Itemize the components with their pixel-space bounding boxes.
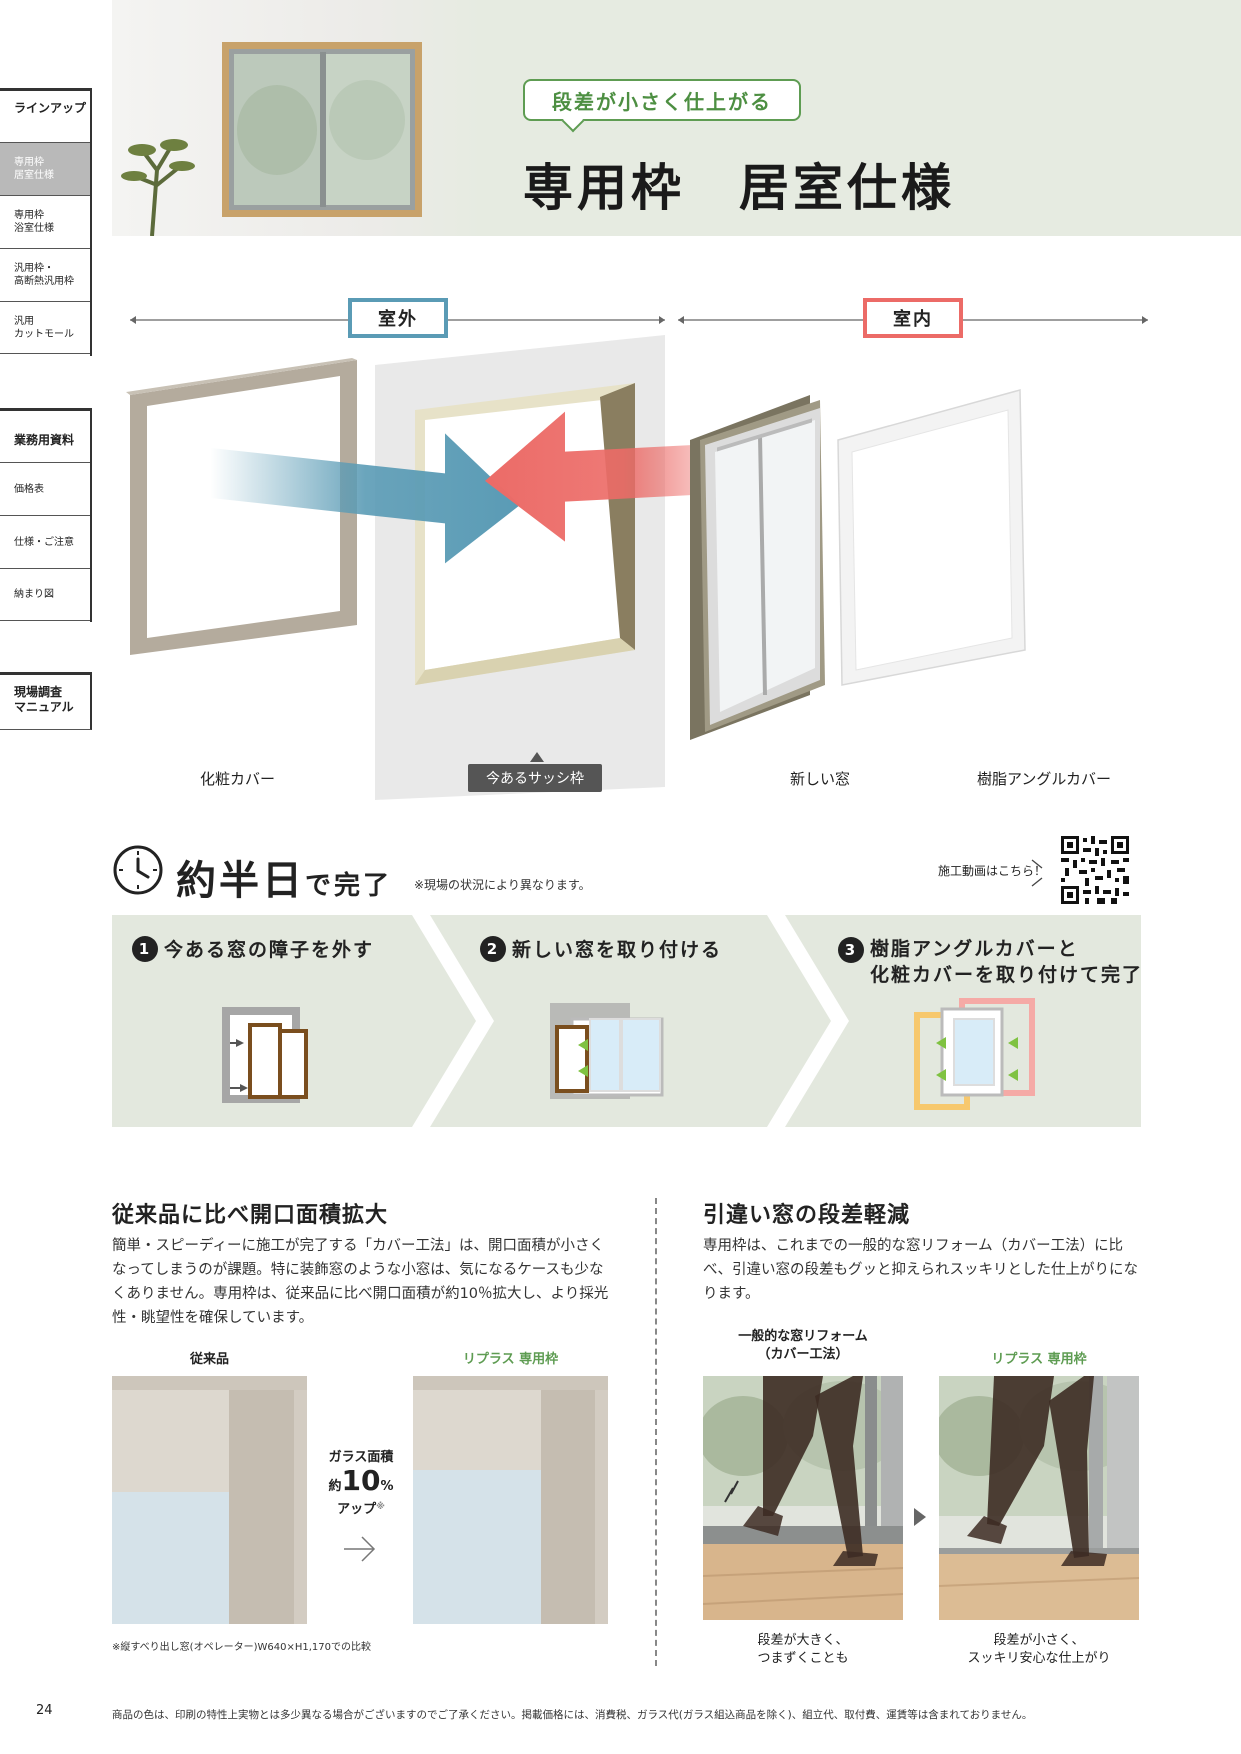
exploded-diagram <box>126 316 1148 800</box>
step-reduction-body: 専用枠は、これまでの一般的な窓リフォーム（カバー工法）に比べ、引違い窓の段差もグ… <box>703 1238 1138 1302</box>
percent-value: 10 <box>341 1464 381 1497</box>
footer-disclaimer: 商品の色は、印刷の特性上実物とは多少異なる場合がございますのでご了承ください。掲… <box>112 1709 1033 1721</box>
label-conventional: 従来品 <box>189 1352 229 1367</box>
caption-general-reform: 段差が大きく、 つまずくことも <box>757 1633 849 1666</box>
sidebar-item-spec[interactable]: 仕様・ご注意 <box>0 515 90 568</box>
sidebar-item-room[interactable]: 専用枠 居室仕様 <box>0 142 90 195</box>
label-replus: リプラス 専用枠 <box>462 1352 559 1367</box>
page-title: 専用枠 居室仕様 <box>523 159 955 217</box>
opening-area-footnote: ※縦すべり出し窓(オペレーター)W640×H1,170での比較 <box>112 1642 371 1653</box>
qr-code-icon[interactable] <box>1061 836 1129 904</box>
glass-area-label: ガラス面積 <box>328 1450 394 1465</box>
sidebar-head-lineup[interactable]: ラインアップ <box>0 88 90 142</box>
sidebar-item-cutmold[interactable]: 汎用 カットモール <box>0 301 90 354</box>
halfday-title-small: で完了 <box>305 871 393 901</box>
sidebar-item-drawing[interactable]: 納まり図 <box>0 568 90 621</box>
replus-photo <box>939 1376 1139 1620</box>
step-reduction-title: 引違い窓の段差軽減 <box>703 1203 911 1228</box>
approx-label: 約 <box>328 1479 342 1494</box>
sidebar-lineup: ラインアップ 専用枠 居室仕様 専用枠 浴室仕様 汎用枠・ 高断熱汎用枠 汎用 … <box>0 88 92 356</box>
opening-area-body: 簡単・スピーディーに施工が完了する「カバー工法」は、開口面積が小さくなってしまう… <box>112 1238 609 1326</box>
step-text-2: 新しい窓を取り付ける <box>512 939 723 961</box>
page-number: 24 <box>36 1703 53 1718</box>
arrow-right-icon <box>344 1536 376 1562</box>
play-triangle-icon <box>914 1508 926 1526</box>
section-divider <box>655 1198 657 1666</box>
conventional-window-illustration <box>112 1376 307 1624</box>
up-text: アップ <box>337 1502 377 1517</box>
label-replus-right: リプラス 専用枠 <box>991 1352 1087 1367</box>
hero-room-image <box>112 0 482 237</box>
part-label-angle-cover: 樹脂アングルカバー <box>977 770 1111 788</box>
sidebar-item-bath[interactable]: 専用枠 浴室仕様 <box>0 195 90 248</box>
part-label-cover: 化粧カバー <box>200 770 276 788</box>
step-text-1: 今ある窓の障子を外す <box>164 939 375 961</box>
up-label: アップ※ <box>318 1498 404 1517</box>
halfday-title: 約半日で完了 <box>176 848 392 906</box>
video-link-label[interactable]: 施工動画はこちら！ <box>938 864 1047 878</box>
step-2: 2 新しい窓を取り付ける <box>480 936 722 963</box>
replus-window-illustration <box>413 1376 608 1624</box>
halfday-note: ※現場の状況により異なります。 <box>414 878 591 892</box>
percent-up: 約10% <box>318 1464 404 1497</box>
speech-lines <box>1031 859 1043 887</box>
general-reform-photo <box>703 1376 903 1620</box>
sidebar-head-business[interactable]: 業務用資料 <box>0 408 90 462</box>
clock-icon <box>113 845 163 895</box>
part-label-existing-sash: 今あるサッシ枠 <box>468 764 602 792</box>
indoor-label: 室内 <box>863 298 963 338</box>
step-1: 1 今ある窓の障子を外す <box>132 936 374 963</box>
step-number-1: 1 <box>132 936 158 962</box>
hero-tagline: 段差が小さく仕上がる <box>523 79 801 121</box>
sidebar-survey: 現場調査 マニュアル <box>0 672 92 730</box>
opening-area-title: 従来品に比べ開口面積拡大 <box>112 1203 389 1228</box>
sidebar-item-general[interactable]: 汎用枠・ 高断熱汎用枠 <box>0 248 90 301</box>
label-general-reform: 一般的な窓リフォーム （カバー工法） <box>738 1329 868 1362</box>
pointer-triangle <box>530 752 544 762</box>
sidebar-business: 業務用資料 価格表 仕様・ご注意 納まり図 <box>0 408 92 622</box>
percent-sign: % <box>380 1479 394 1494</box>
sidebar-item-price[interactable]: 価格表 <box>0 462 90 515</box>
room-illustration <box>121 42 422 237</box>
step-text-3: 樹脂アングルカバーと 化粧カバーを取り付けて完了 <box>870 938 1144 986</box>
halfday-title-big: 約半日 <box>176 858 305 904</box>
steps-band <box>112 915 1141 1127</box>
caption-replus: 段差が小さく、 スッキリ安心な仕上がり <box>967 1633 1111 1666</box>
up-asterisk: ※ <box>376 1502 385 1512</box>
step-number-3: 3 <box>838 937 864 963</box>
step-number-2: 2 <box>480 936 506 962</box>
outdoor-label: 室外 <box>348 298 448 338</box>
sidebar-head-survey[interactable]: 現場調査 マニュアル <box>0 672 90 728</box>
part-label-new-window: 新しい窓 <box>790 770 851 788</box>
